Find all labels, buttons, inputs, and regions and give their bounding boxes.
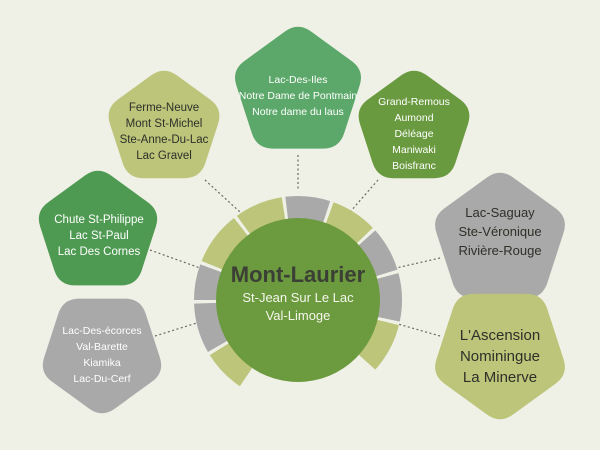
node-label: Val-Barette bbox=[76, 341, 128, 353]
node-label: Boisfranc bbox=[392, 160, 436, 172]
node-label: Kiamika bbox=[83, 357, 121, 369]
node-lower-left-text: Lac-Des-écorces Val-Barette Kiamika Lac-… bbox=[48, 320, 156, 390]
node-label: Lac Des Cornes bbox=[57, 246, 141, 258]
connector-lower-right bbox=[397, 323, 441, 337]
ring-segment bbox=[373, 273, 402, 322]
node-lower-right-text: L'Ascension Nominingue La Minerve bbox=[436, 320, 564, 392]
node-upper-left-text: Ferme-Neuve Mont St-Michel Ste-Anne-Du-L… bbox=[112, 96, 216, 168]
center-subtitle: St-Jean Sur Le Lac Val-Limoge bbox=[242, 289, 353, 325]
node-label: Notre Dame de Pontmain bbox=[238, 90, 358, 102]
pentagon-mid-left bbox=[38, 170, 158, 286]
ring-segment bbox=[355, 230, 398, 278]
ring-segment bbox=[209, 341, 255, 387]
center-title: Mont-Laurier bbox=[230, 262, 366, 287]
node-mid-left-text: Chute St-Philippe Lac St-Paul Lac Des Co… bbox=[40, 210, 158, 262]
pentagon-top bbox=[235, 26, 361, 149]
node-label: Mont St-Michel bbox=[125, 118, 203, 130]
ring-segment bbox=[236, 197, 286, 237]
ring-segment bbox=[355, 318, 399, 370]
node-label: Lac-Des-Iles bbox=[268, 74, 328, 86]
node-label: Ste-Véronique bbox=[458, 223, 542, 239]
node-label: Rivière-Rouge bbox=[458, 242, 542, 258]
node-label: Maniwaki bbox=[392, 144, 436, 156]
center-line: St-Jean Sur Le Lac bbox=[242, 290, 354, 305]
node-label: Grand-Remous bbox=[378, 96, 450, 108]
node-label: Lac-Des-écorces bbox=[62, 325, 142, 337]
pentagon-shapes bbox=[38, 26, 565, 420]
center-line: Val-Limoge bbox=[265, 308, 331, 323]
node-label: L'Ascension bbox=[459, 326, 541, 344]
ring-segment bbox=[201, 218, 250, 271]
node-label: Nominingue bbox=[459, 347, 541, 365]
node-label: Aumond bbox=[394, 112, 434, 124]
center-circle bbox=[216, 218, 380, 382]
connector-mid-right bbox=[395, 257, 441, 269]
node-label: Ferme-Neuve bbox=[128, 102, 200, 114]
node-mid-right-text: Lac-Saguay Ste-Véronique Rivière-Rouge bbox=[440, 200, 560, 262]
node-label: Lac-Saguay bbox=[465, 204, 535, 220]
node-label: Ste-Anne-Du-Lac bbox=[119, 134, 209, 146]
pentagon-upper-left bbox=[108, 70, 220, 179]
connector-lower-left bbox=[154, 321, 201, 337]
node-label: Lac St-Paul bbox=[69, 230, 129, 242]
pentagon-lower-left bbox=[42, 298, 162, 414]
center-text: Mont-Laurier St-Jean Sur Le Lac Val-Limo… bbox=[220, 250, 376, 336]
pentagon-mid-right bbox=[435, 172, 565, 299]
ring-segment bbox=[324, 202, 373, 246]
node-label: Notre dame du laus bbox=[252, 106, 344, 118]
node-label: Chute St-Philippe bbox=[54, 214, 144, 226]
node-upper-right-text: Grand-Remous Aumond Déléage Maniwaki Boi… bbox=[362, 92, 466, 176]
pentagon-lower-right bbox=[435, 293, 565, 420]
node-label: La Minerve bbox=[462, 368, 538, 386]
node-label: Déléage bbox=[394, 128, 434, 140]
node-label: Lac-Du-Cerf bbox=[73, 373, 131, 385]
connector-lines bbox=[149, 155, 441, 337]
connector-upper-right bbox=[349, 179, 379, 213]
pentagon-upper-right bbox=[358, 70, 470, 179]
node-top-text: Lac-Des-Iles Notre Dame de Pontmain Notr… bbox=[238, 70, 358, 122]
node-label: Lac Gravel bbox=[136, 150, 192, 162]
connector-upper-left bbox=[204, 179, 241, 213]
